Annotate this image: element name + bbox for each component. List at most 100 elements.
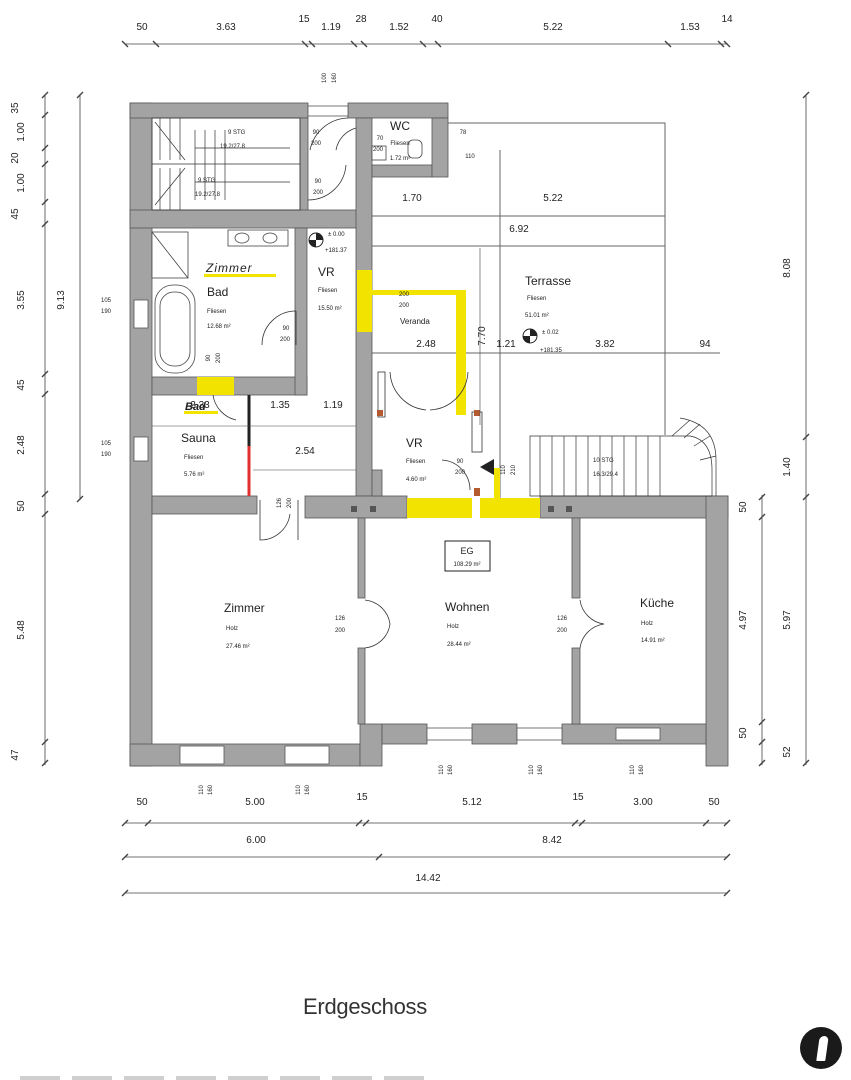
interior-dim: 2.48 — [416, 339, 436, 350]
opening-label: 200 — [399, 303, 410, 309]
level-text: ± 0.02 — [542, 330, 559, 336]
stairs-terrace — [529, 417, 717, 497]
dimension-labels-top: 50 3.63 15 1.19 28 1.52 40 5.22 1.53 14 — [136, 14, 733, 33]
opening-label: 110 — [296, 785, 302, 795]
room-name-sauna: Sauna — [181, 431, 216, 445]
eg-area: 108.29 m² — [453, 562, 480, 568]
opening-label: 200 — [287, 497, 293, 508]
opening-label: 110 — [630, 765, 636, 775]
opening-label: 105 — [101, 298, 112, 304]
dim-bottom-label: 15 — [572, 792, 584, 803]
opening-label: 100 — [322, 72, 328, 83]
dim-right-label: 50 — [738, 501, 749, 513]
dim-left-label: 47 — [10, 749, 21, 761]
highlight-marks — [197, 270, 540, 518]
stair-text: 19.2/27.8 — [195, 192, 221, 198]
handwritten-underline — [184, 411, 218, 414]
level-text: +181.35 — [540, 348, 563, 354]
dim-bottom-label: 8.42 — [542, 835, 562, 846]
room-name-bad: Bad — [207, 285, 228, 299]
walls — [129, 102, 729, 767]
room-floor-wc: Fliesen — [390, 141, 409, 147]
dim-right-label: 5.97 — [782, 610, 793, 630]
room-area-vr: 15.50 m² — [318, 306, 342, 312]
dim-bottom-label: 6.00 — [246, 835, 266, 846]
dim-top-label: 40 — [431, 14, 443, 25]
opening-label: 210 — [511, 464, 517, 475]
wc-basin — [371, 145, 387, 161]
stair-text: 10 STG — [593, 458, 614, 464]
interior-dim: 2.54 — [295, 446, 315, 457]
opening-label: 190 — [101, 309, 112, 315]
room-name-vr2: VR — [406, 436, 423, 450]
opening-label: 90 — [313, 130, 320, 136]
handwritten-label-zimmer: Zimmer — [205, 261, 253, 275]
eg-box — [444, 540, 491, 572]
dim-bottom-total: 14.42 — [415, 873, 440, 884]
dim-bottom-label: 5.12 — [462, 797, 482, 808]
opening-label: 160 — [305, 784, 311, 795]
interior-dim: 5.22 — [543, 193, 563, 204]
dim-left-total: 9.13 — [56, 290, 67, 310]
room-name-veranda: Veranda — [400, 317, 430, 326]
interior-dim: 1.21 — [496, 339, 516, 350]
interior-dim: 6.92 — [509, 224, 529, 235]
opening-label: 110 — [199, 785, 205, 795]
interior-dim: 94 — [699, 339, 711, 350]
opening-label: 190 — [101, 452, 112, 458]
north-arrow-icon — [480, 459, 494, 475]
room-floor-zimmer: Holz — [226, 626, 238, 632]
opening-label: 200 — [335, 628, 346, 634]
opening-label: 200 — [216, 352, 222, 363]
dim-top-label: 5.22 — [543, 22, 563, 33]
interior-dim: 3.82 — [595, 339, 615, 350]
interior-dim: 7.70 — [477, 326, 488, 346]
dimension-labels-right: 8.08 1.40 50 4.97 50 5.97 52 — [738, 258, 793, 758]
opening-label: 200 — [311, 141, 322, 147]
interior-dim: 2.33 — [190, 400, 210, 411]
opening-label: 110 — [529, 765, 535, 775]
toilet — [407, 139, 423, 159]
dim-bottom-label: 50 — [708, 797, 720, 808]
room-floor-terrasse: Fliesen — [527, 296, 546, 302]
dim-left-label: 2.48 — [16, 435, 27, 455]
level-text: +181.37 — [325, 248, 348, 254]
interior-dim: 1.35 — [270, 400, 290, 411]
dim-top-label: 3.63 — [216, 22, 236, 33]
room-area-kueche: 14.91 m² — [641, 638, 665, 644]
plan-title: Erdgeschoss — [303, 994, 427, 1019]
stair-text: 19.2/27.8 — [220, 144, 246, 150]
terrace-outline — [372, 122, 720, 500]
dim-left-label: 20 — [10, 152, 21, 164]
stair-text: 9 STG — [228, 130, 246, 136]
opening-label: 160 — [538, 764, 544, 775]
dim-bottom-label: 3.00 — [633, 797, 653, 808]
opening-labels: 90 200 70 200 90 200 90 200 90 200 90 20… — [101, 72, 645, 795]
level-text: ± 0.00 — [328, 232, 345, 238]
dim-left-label: 45 — [10, 208, 21, 220]
window-openings — [133, 105, 661, 765]
dim-bottom-label: 5.00 — [245, 797, 265, 808]
dim-right-label: 8.08 — [782, 258, 793, 278]
eg-label: EG — [460, 546, 473, 556]
opening-label: 70 — [377, 136, 384, 142]
room-name-wohnen: Wohnen — [445, 600, 489, 614]
room-area-vr2: 4.60 m² — [406, 477, 426, 483]
opening-label: 126 — [557, 616, 568, 622]
opening-label: 90 — [315, 179, 322, 185]
room-floor-bad: Fliesen — [207, 309, 226, 315]
opening-label: 78 — [460, 130, 467, 136]
stairs-upper — [151, 117, 301, 211]
dim-top-label: 28 — [355, 14, 367, 25]
room-name-vr: VR — [318, 265, 335, 279]
brand-logo-icon — [800, 1027, 842, 1069]
opening-label: 105 — [101, 441, 112, 447]
room-floor-kueche: Holz — [641, 621, 653, 627]
dim-left-label: 3.55 — [16, 290, 27, 310]
dim-left-label: 45 — [16, 379, 27, 391]
dim-top-label: 1.52 — [389, 22, 409, 33]
opening-label: 126 — [277, 497, 283, 508]
opening-label: 160 — [448, 764, 454, 775]
dim-right-label: 4.97 — [738, 610, 749, 630]
stair-texts: 9 STG 19.2/27.8 9 STG 19.2/27.8 10 STG 1… — [195, 130, 619, 478]
